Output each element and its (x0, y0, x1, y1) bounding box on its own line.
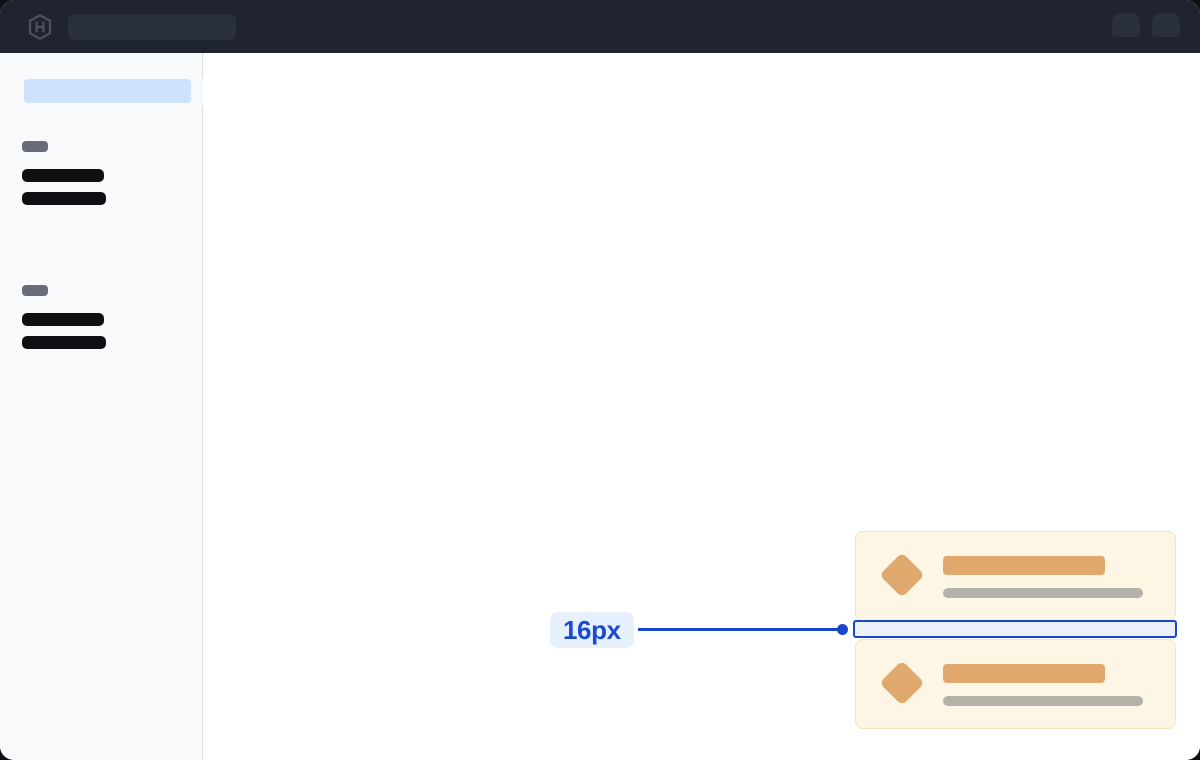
spacing-anchor-dot (837, 624, 848, 635)
sidebar-group-1-label (22, 141, 48, 152)
topbar-action-2-icon[interactable] (1152, 13, 1180, 37)
hashicorp-hexagon-logo-icon[interactable] (27, 14, 53, 40)
sidebar-group-2 (22, 285, 106, 349)
sidebar-item-2-2[interactable] (22, 336, 106, 349)
card-bottom[interactable] (855, 639, 1176, 729)
card-bottom-content (943, 664, 1148, 706)
card-top-title (943, 556, 1105, 575)
card-top[interactable] (855, 531, 1176, 621)
topbar (0, 0, 1200, 53)
sidebar-item-1-1[interactable] (22, 169, 104, 182)
diamond-icon (879, 552, 925, 598)
topbar-actions (1112, 13, 1180, 37)
spacing-highlight-box (853, 620, 1177, 638)
card-top-subtitle (943, 588, 1143, 598)
sidebar-item-1-2[interactable] (22, 192, 106, 205)
sidebar (0, 53, 203, 760)
diamond-icon (879, 660, 925, 706)
spacing-leader-line (638, 628, 840, 631)
sidebar-item-2-1[interactable] (22, 313, 104, 326)
topbar-action-1-icon[interactable] (1112, 13, 1140, 37)
sidebar-active-item[interactable] (24, 79, 191, 103)
search-input[interactable] (68, 14, 236, 40)
card-top-content (943, 556, 1148, 598)
card-bottom-subtitle (943, 696, 1143, 706)
sidebar-group-1 (22, 141, 106, 205)
spacing-value-badge: 16px (550, 612, 634, 648)
card-bottom-title (943, 664, 1105, 683)
sidebar-group-2-label (22, 285, 48, 296)
